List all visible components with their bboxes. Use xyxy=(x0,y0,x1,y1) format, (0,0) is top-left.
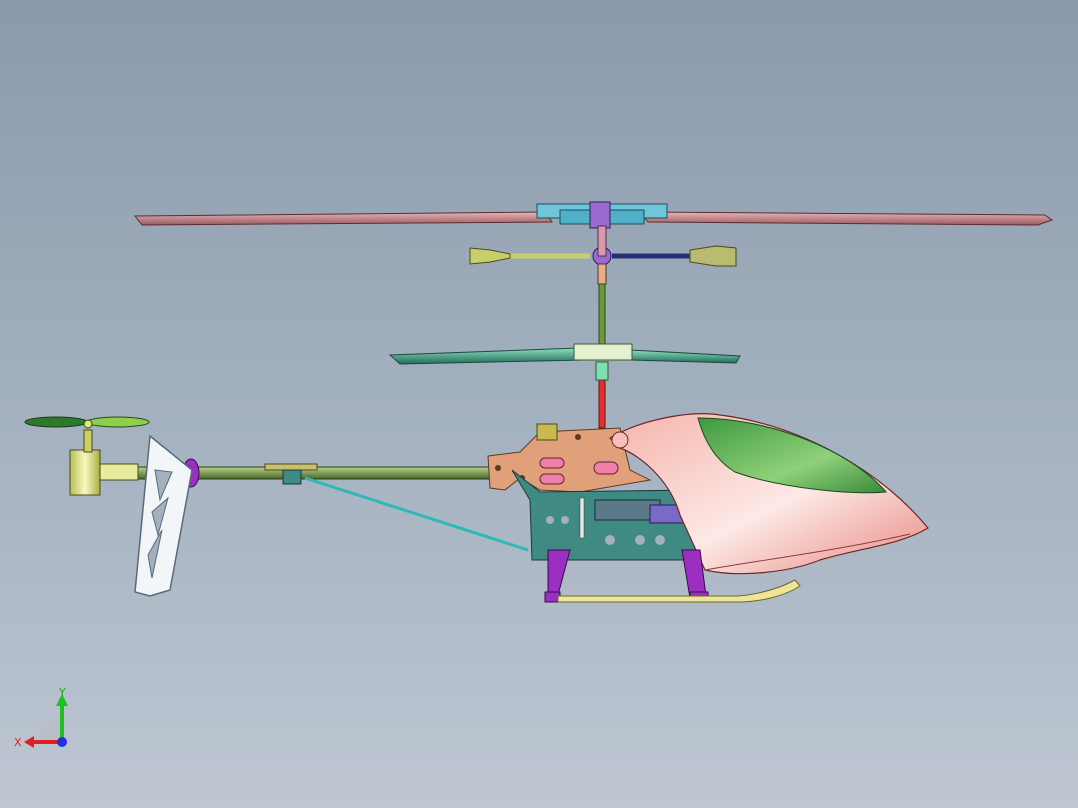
main-rotor-blades[interactable] xyxy=(133,211,1054,226)
main-frame[interactable] xyxy=(487,423,652,493)
push-rod xyxy=(304,476,529,552)
y-axis-label: Y xyxy=(58,686,66,699)
tail-rotor[interactable] xyxy=(24,416,150,429)
x-axis-label: X xyxy=(14,736,22,749)
landing-skids[interactable] xyxy=(544,549,801,603)
flybar[interactable] xyxy=(469,245,737,267)
main-shaft xyxy=(595,225,609,429)
tail-motor[interactable] xyxy=(69,429,139,496)
z-axis-dot xyxy=(57,737,67,747)
triad-sector xyxy=(38,718,62,742)
tail-fin-cutouts xyxy=(147,469,173,579)
rotor-hub[interactable] xyxy=(536,201,668,229)
lower-frame[interactable] xyxy=(511,469,701,561)
lower-rotor-blades[interactable] xyxy=(388,343,741,365)
axis-triad: Y X xyxy=(14,686,68,749)
canopy[interactable] xyxy=(609,413,929,575)
